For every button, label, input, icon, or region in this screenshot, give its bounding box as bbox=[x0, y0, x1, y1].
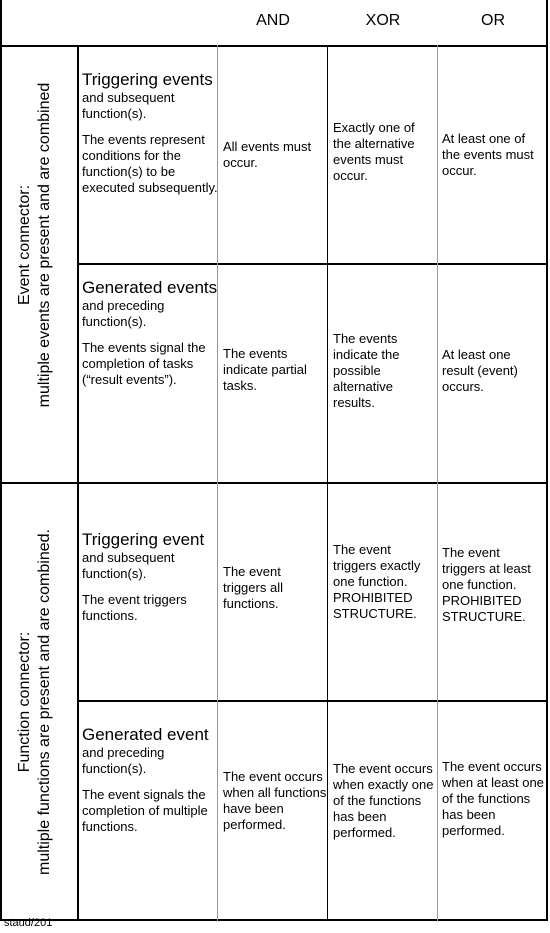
group-label-event-line1: Event connector: bbox=[16, 184, 33, 306]
cell-xor: Exactly one of the alternative events mu… bbox=[333, 120, 415, 183]
group-label-event-line2: multiple events are present and are comb… bbox=[36, 82, 53, 408]
cell-xor: The event occurs when exactly one of the… bbox=[333, 761, 434, 840]
row-subtitle: and subsequent function(s). bbox=[82, 90, 175, 121]
header-and: AND bbox=[256, 12, 290, 29]
row-head-triggering-event: Triggering event and subsequent function… bbox=[82, 530, 218, 624]
row-description: The events represent conditions for the … bbox=[82, 132, 218, 195]
footer-credit: staud/201 bbox=[4, 917, 53, 929]
cell-or: At least one of the events must occur. bbox=[442, 131, 534, 178]
cell-or: The event triggers at least one function… bbox=[442, 545, 531, 624]
row-title: Generated event bbox=[82, 725, 209, 744]
cell-and: The events indicate partial tasks. bbox=[223, 346, 307, 393]
cell-xor: The event triggers exactly one function.… bbox=[333, 542, 421, 621]
row-subtitle: and preceding function(s). bbox=[82, 745, 165, 776]
header-divider bbox=[0, 45, 548, 47]
row-head-triggering-events: Triggering events and subsequent functio… bbox=[82, 70, 218, 196]
header-xor: XOR bbox=[365, 12, 401, 29]
group-column-divider bbox=[77, 45, 79, 921]
row-head-generated-event: Generated event and preceding function(s… bbox=[82, 725, 218, 835]
group-label-function-connector: Function connector: multiple functions a… bbox=[15, 487, 59, 917]
right-border bbox=[546, 0, 548, 921]
row-description: The event triggers functions. bbox=[82, 592, 187, 623]
row-title: Triggering events bbox=[82, 70, 213, 89]
row-divider-3 bbox=[78, 700, 548, 702]
row-description: The event signals the completion of mult… bbox=[82, 787, 208, 834]
group-divider bbox=[0, 482, 548, 484]
row-title: Triggering event bbox=[82, 530, 205, 549]
group-label-event-connector: Event connector: multiple events are pre… bbox=[15, 30, 59, 460]
header-or: OR bbox=[481, 12, 505, 29]
cell-and: The event occurs when all functions have… bbox=[223, 769, 327, 832]
cell-or: The event occurs when at least one of th… bbox=[442, 759, 544, 838]
cell-xor: The events indicate the possible alterna… bbox=[333, 331, 400, 410]
column-divider-or bbox=[437, 45, 438, 921]
row-head-generated-events: Generated events and preceding function(… bbox=[82, 278, 218, 388]
column-divider-and bbox=[217, 45, 218, 921]
cell-and: The event triggers all functions. bbox=[223, 564, 283, 611]
cell-and: All events must occur. bbox=[223, 139, 312, 170]
row-subtitle: and subsequent function(s). bbox=[82, 550, 175, 581]
row-title: Generated events bbox=[82, 278, 218, 297]
bottom-border bbox=[0, 919, 548, 921]
column-divider-xor bbox=[327, 45, 328, 921]
left-border bbox=[0, 0, 2, 921]
row-description: The events signal the completion of task… bbox=[82, 340, 206, 387]
row-divider-1 bbox=[78, 263, 548, 265]
cell-or: At least one result (event) occurs. bbox=[442, 347, 518, 394]
group-label-function-line2: multiple functions are present and are c… bbox=[36, 529, 53, 875]
group-label-function-line1: Function connector: bbox=[16, 631, 33, 773]
row-subtitle: and preceding function(s). bbox=[82, 298, 165, 329]
